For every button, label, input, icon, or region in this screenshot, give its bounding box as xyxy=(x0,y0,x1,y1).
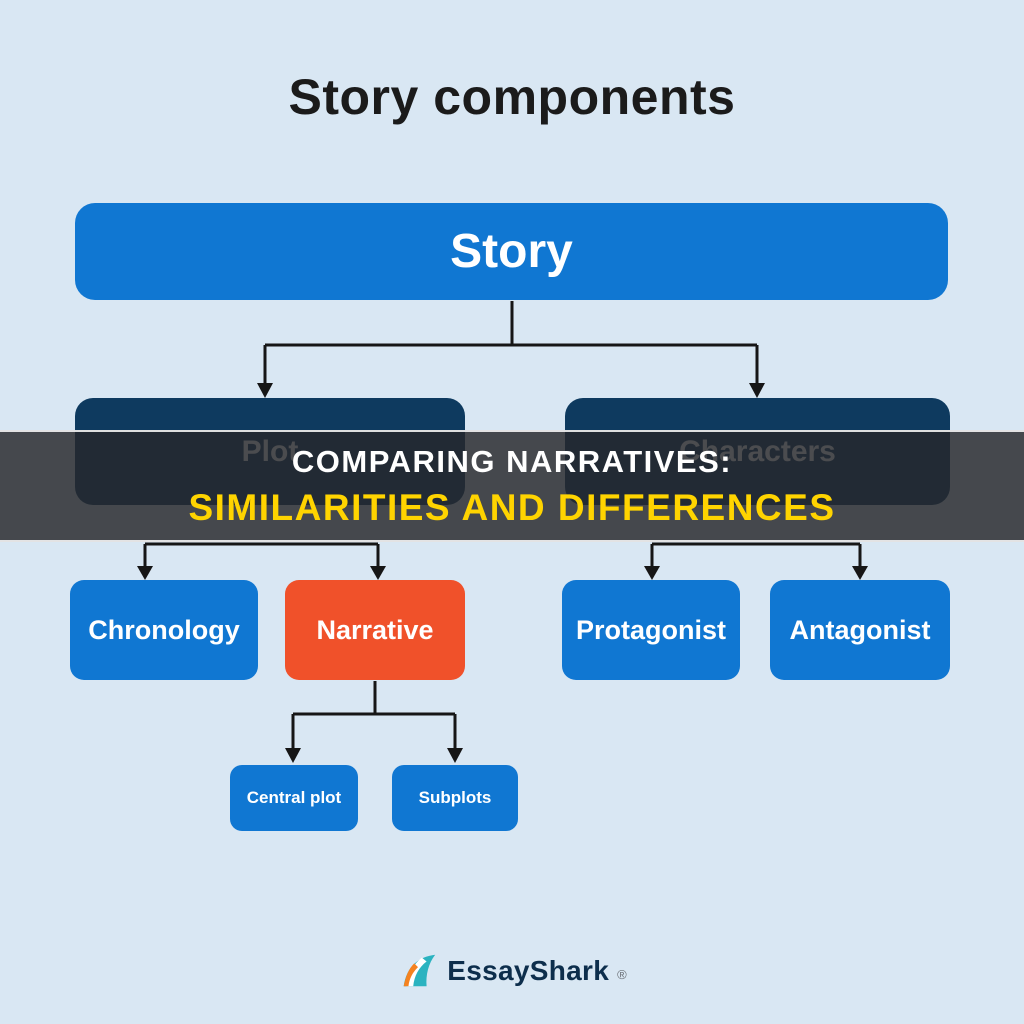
node-subplots-label: Subplots xyxy=(418,788,492,807)
node-antagonist-label: Antagonist xyxy=(789,614,931,645)
essayshark-fin-icon xyxy=(403,954,436,987)
node-central-plot: Central plot xyxy=(230,765,358,831)
node-antagonist: Antagonist xyxy=(770,580,950,680)
node-chronology-label: Chronology xyxy=(88,614,240,645)
caption-line-2: SIMILARITIES AND DIFFERENCES xyxy=(188,486,836,528)
node-narrative-label: Narrative xyxy=(316,614,434,645)
node-subplots: Subplots xyxy=(392,765,518,831)
node-story-label: Story xyxy=(450,225,573,278)
caption-banner: COMPARING NARRATIVES: SIMILARITIES AND D… xyxy=(0,430,1024,542)
node-story: Story xyxy=(75,203,948,300)
node-narrative: Narrative xyxy=(285,580,465,680)
node-chronology: Chronology xyxy=(70,580,258,680)
brand-name: EssayShark xyxy=(447,955,610,986)
caption-line-1: COMPARING NARRATIVES: xyxy=(291,443,733,479)
node-protagonist-label: Protagonist xyxy=(575,614,726,645)
node-central-plot-label: Central plot xyxy=(246,788,342,807)
footer-brand: EssayShark ® xyxy=(0,950,1024,992)
registered-trademark-symbol: ® xyxy=(617,966,627,982)
diagram-title: Story components xyxy=(288,69,736,125)
node-protagonist: Protagonist xyxy=(562,580,740,680)
